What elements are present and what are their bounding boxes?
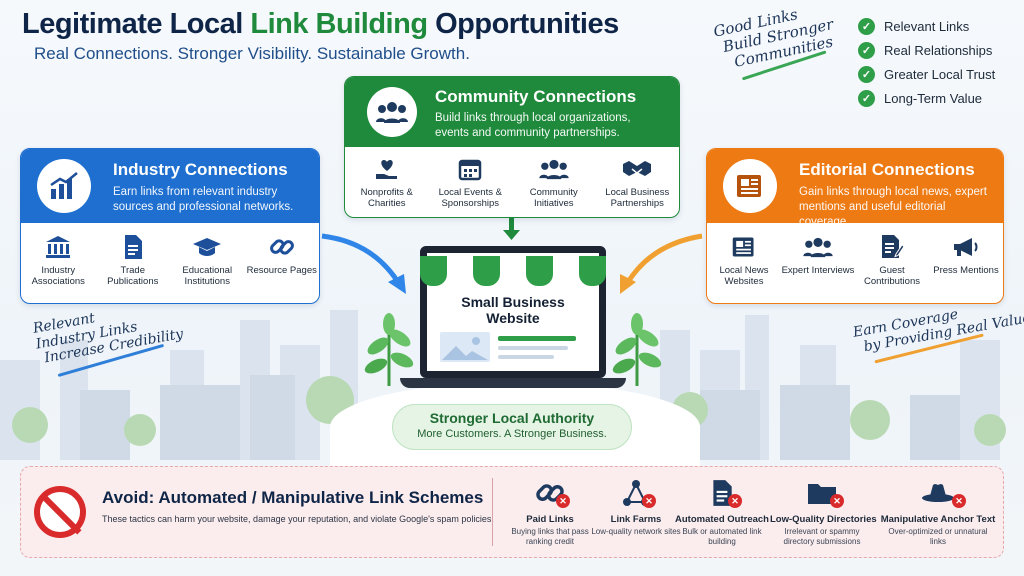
page-title: Legitimate Local Link Building Opportuni…: [22, 8, 619, 40]
avoid-item: ✕ Link Farms Low-quality network sites: [586, 476, 686, 537]
folder-icon: ✕: [770, 476, 874, 510]
title-highlight: Link Building: [250, 8, 428, 40]
avoid-item: ✕ Low-Quality Directories Irrelevant or …: [770, 476, 877, 546]
avoid-panel: [20, 466, 1004, 558]
outcome-pill: Stronger Local Authority More Customers.…: [392, 404, 632, 450]
bar-chart-icon: [37, 159, 91, 213]
industry-connections-card: Industry Connections Earn links from rel…: [20, 148, 320, 304]
heart-hand-icon: [374, 155, 400, 183]
outcome-subtitle: More Customers. A Stronger Business.: [417, 428, 607, 440]
check-icon: ✓: [858, 89, 875, 107]
x-icon: ✕: [642, 494, 656, 508]
newspaper-icon: [731, 233, 757, 261]
content-line: [498, 355, 554, 359]
avoid-item: ✕ Manipulative Anchor Text Over-optimize…: [880, 476, 996, 546]
editorial-item: Expert Interviews: [781, 233, 855, 276]
note-good-links: Good Links Build Stronger Communities: [712, 0, 840, 81]
shop-awning: [420, 256, 607, 286]
laptop-base: [400, 378, 626, 388]
community-connections-card: Community Connections Build links throug…: [344, 76, 680, 218]
avoid-item: ✕ Automated Outreach Bulk or automated l…: [672, 476, 772, 546]
x-icon: ✕: [556, 494, 570, 508]
content-line: [498, 336, 576, 341]
industry-item: Industry Associations: [21, 233, 96, 288]
edit-document-icon: [880, 233, 904, 261]
check-icon: ✓: [858, 65, 875, 83]
benefits-list: ✓Relevant Links ✓Real Relationships ✓Gre…: [858, 14, 995, 110]
image-placeholder-icon: [440, 332, 490, 362]
check-icon: ✓: [858, 41, 875, 59]
benefit-item: ✓Long-Term Value: [858, 86, 995, 110]
check-icon: ✓: [858, 17, 875, 35]
card-title: Editorial Connections: [799, 160, 975, 179]
x-icon: ✕: [728, 494, 742, 508]
building-icon: [45, 233, 71, 261]
outcome-title: Stronger Local Authority: [429, 410, 595, 426]
card-title: Community Connections: [435, 87, 637, 106]
community-item: Nonprofits & Charities: [347, 155, 427, 210]
chain-link-icon: ✕: [500, 476, 600, 510]
city-skyline-illustration: [0, 310, 1006, 460]
card-title: Industry Connections: [113, 160, 288, 179]
handshake-icon: [622, 155, 652, 183]
editorial-item: Local News Websites: [707, 233, 781, 288]
card-description: Gain links through local news, expert me…: [799, 186, 987, 228]
editorial-item: Guest Contributions: [855, 233, 929, 288]
benefit-item: ✓Real Relationships: [858, 38, 995, 62]
page-subtitle: Real Connections. Stronger Visibility. S…: [34, 44, 470, 63]
community-item: Local Events & Sponsorships: [430, 155, 510, 210]
benefit-item: ✓Relevant Links: [858, 14, 995, 38]
avoid-title: Avoid: Automated / Manipulative Link Sch…: [102, 488, 484, 507]
x-icon: ✕: [952, 494, 966, 508]
industry-item: Educational Institutions: [170, 233, 245, 288]
link-icon: [269, 233, 295, 261]
plant-left-illustration: [364, 313, 414, 386]
divider: [492, 478, 493, 546]
community-item: Local Business Partnerships: [597, 155, 677, 210]
black-hat-icon: ✕: [880, 476, 996, 510]
card-description: Build links through local organizations,…: [435, 112, 631, 139]
network-icon: ✕: [586, 476, 686, 510]
plant-right-illustration: [612, 313, 662, 386]
prohibited-icon: [34, 486, 86, 538]
card-description: Earn links from relevant industry source…: [113, 186, 294, 213]
people-icon: [539, 155, 569, 183]
graduation-cap-icon: [192, 233, 222, 261]
megaphone-icon: [952, 233, 980, 261]
document-icon: ✕: [672, 476, 772, 510]
avoid-description: These tactics can harm your website, dam…: [102, 514, 494, 524]
industry-item: Trade Publications: [96, 233, 171, 288]
site-title: Small Business Website: [461, 294, 565, 327]
avoid-item: ✕ Paid Links Buying links that pass rank…: [500, 476, 600, 546]
community-item: Community Initiatives: [514, 155, 594, 210]
industry-item: Resource Pages: [245, 233, 320, 276]
editorial-item: Press Mentions: [929, 233, 1003, 276]
newspaper-icon: [723, 159, 777, 213]
document-icon: [123, 233, 143, 261]
calendar-icon: [458, 155, 482, 183]
people-group-icon: [367, 87, 417, 137]
editorial-connections-card: Editorial Connections Gain links through…: [706, 148, 1004, 304]
people-icon: [803, 233, 833, 261]
x-icon: ✕: [830, 494, 844, 508]
content-line: [498, 346, 568, 350]
benefit-item: ✓Greater Local Trust: [858, 62, 995, 86]
